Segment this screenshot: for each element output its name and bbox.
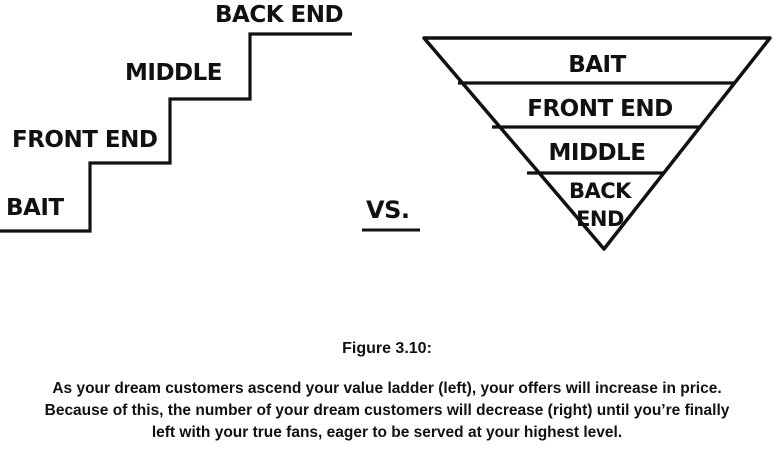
funnel-tier-back-line2: END <box>576 207 624 231</box>
funnel-tier-front-end: FRONT END <box>527 96 672 122</box>
ladder-step-back-end: BACK END <box>215 2 343 28</box>
customer-funnel: BAIT FRONT END MIDDLE BACK END <box>422 36 772 251</box>
funnel-tier-back-line1: BACK <box>569 179 632 203</box>
ladder-step-front-end: FRONT END <box>12 127 157 153</box>
funnel-tier-middle: MIDDLE <box>549 140 646 166</box>
versus-label: VS. <box>366 196 409 224</box>
staircase-line <box>0 32 352 233</box>
versus-marker: VS. <box>362 196 420 232</box>
funnel-tier-bait: BAIT <box>568 52 626 78</box>
value-ladder-diagram: BAIT FRONT END MIDDLE BACK END VS. BAIT … <box>0 2 772 251</box>
value-ladder: BAIT FRONT END MIDDLE BACK END <box>0 2 352 233</box>
figure-label: Figure 3.10: <box>342 340 432 357</box>
figure-caption: As your dream customers ascend your valu… <box>44 380 730 441</box>
ladder-step-middle: MIDDLE <box>125 60 222 86</box>
ladder-step-bait: BAIT <box>6 195 64 221</box>
funnel-outline <box>422 36 772 251</box>
